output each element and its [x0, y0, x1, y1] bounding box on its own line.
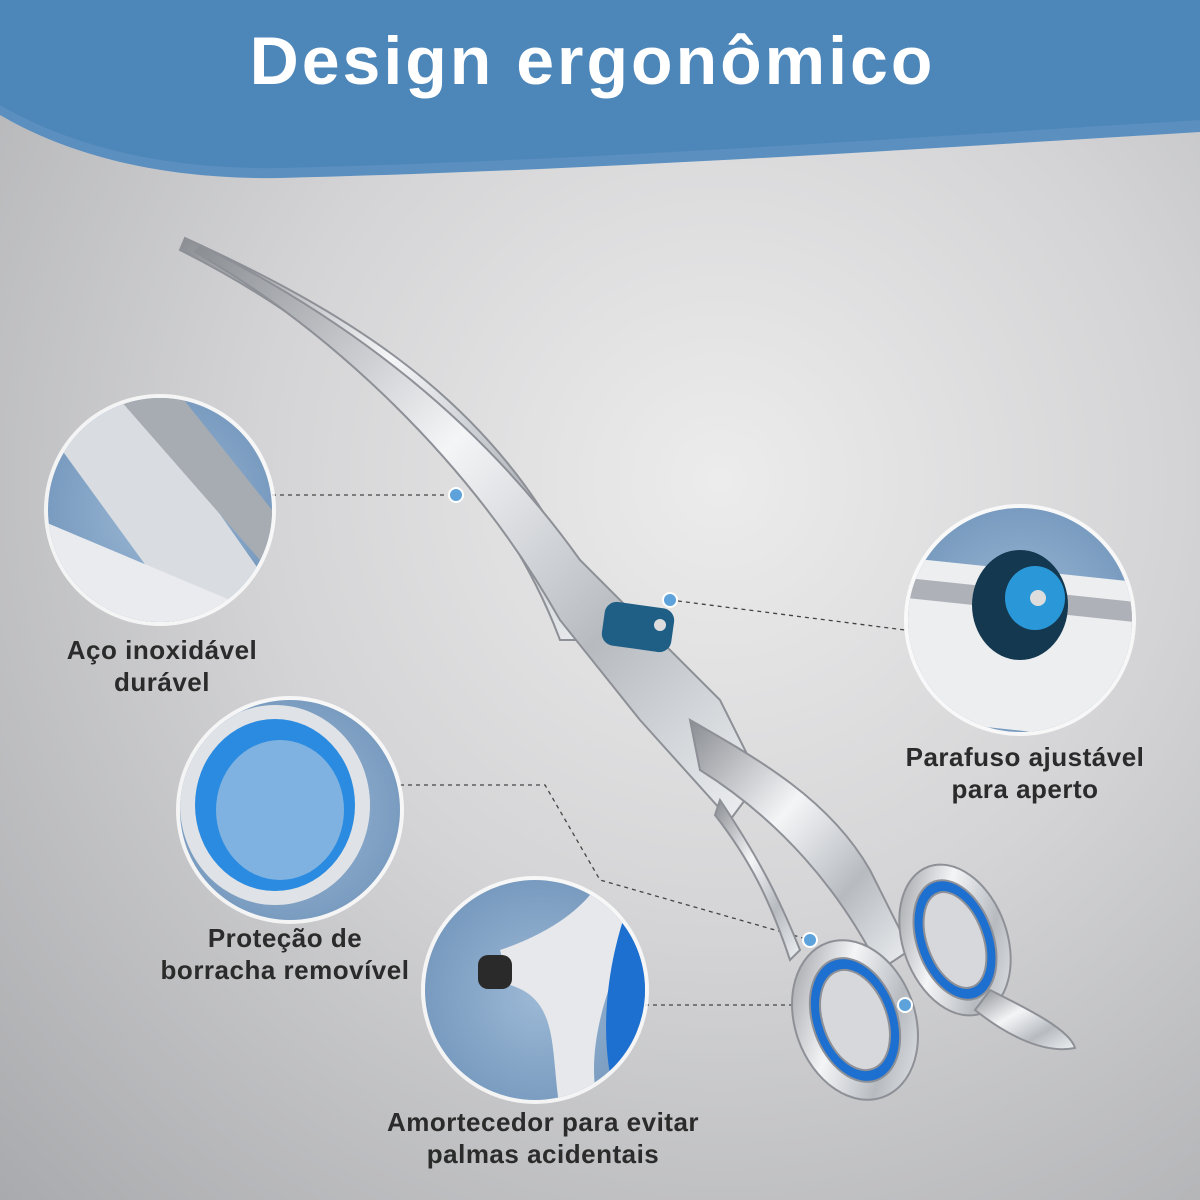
feature-label-steel: Aço inoxidável durável [67, 634, 258, 698]
feature-line: Aço inoxidável [66, 635, 258, 665]
pivot-screw-icon [601, 601, 675, 653]
detail-circle-rubber [176, 696, 404, 924]
detail-circle-screw [904, 504, 1136, 736]
page-title: Design ergonômico [249, 23, 936, 99]
feature-line: Parafuso ajustável [905, 742, 1145, 772]
feature-label-bumper: Amortecedor para evitar palmas acidentai… [387, 1106, 699, 1170]
feature-line: para aperto [951, 774, 1099, 804]
feature-line: palmas acidentais [426, 1139, 660, 1169]
feature-line: borracha removível [160, 955, 410, 985]
feature-line: Proteção de [207, 923, 363, 953]
feature-line: durável [114, 667, 210, 697]
feature-line: Amortecedor para evitar [386, 1107, 700, 1137]
feature-label-screw: Parafuso ajustável para aperto [906, 741, 1145, 805]
detail-circle-steel [44, 394, 276, 626]
scissors [178, 236, 1077, 1101]
feature-label-rubber: Proteção de borracha removível [161, 922, 410, 986]
detail-circle-bumper [421, 876, 649, 1104]
